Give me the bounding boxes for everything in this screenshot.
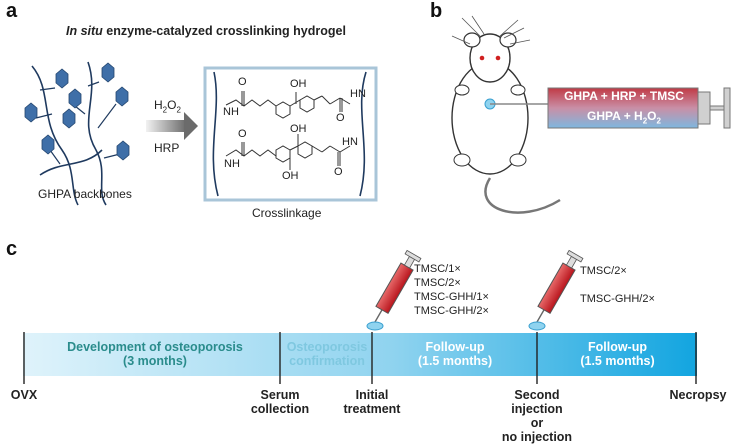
- group-item: TMSC-GHH/2×: [414, 305, 489, 317]
- segment-followup-2: Follow-up(1.5 months): [580, 340, 655, 368]
- timeline-bar: [23, 333, 697, 376]
- injection2-groups: TMSC/2× TMSC-GHH/2×: [580, 264, 655, 306]
- backbone-3: [39, 149, 103, 176]
- syringe-plunger-end: [404, 249, 422, 263]
- chem-o3: O: [238, 128, 247, 140]
- hexagon: [116, 140, 130, 161]
- mouse-eye: [479, 55, 485, 61]
- mouse-paw: [453, 153, 471, 167]
- milestone-ovx: OVX: [10, 388, 38, 402]
- chem-o4: O: [334, 166, 343, 178]
- chem-oh1: OH: [290, 78, 307, 90]
- syringe-bottom-label: GHPA + H2O2: [587, 109, 661, 126]
- mouse-paw: [454, 84, 470, 96]
- syringe-b: [490, 87, 731, 129]
- segment-followup-1: Follow-up(1.5 months): [417, 340, 493, 368]
- crosslinkage-box: [203, 66, 378, 202]
- chem-nh1: NH: [223, 106, 239, 118]
- mouse-tail: [484, 177, 561, 214]
- mouse-head: [469, 33, 511, 83]
- backbone-chains: [31, 61, 107, 206]
- injection1-groups: TMSC/1× TMSC/2× TMSC-GHH/1× TMSC-GHH/2×: [414, 262, 489, 318]
- panel-b-label: b: [430, 0, 443, 22]
- backbone-2: [87, 61, 107, 206]
- group-item: TMSC-GHH/1×: [414, 291, 489, 303]
- chem-oh3: OH: [282, 170, 299, 182]
- milestone-necropsy: Necropsy: [669, 388, 727, 402]
- mouse-whiskers: [451, 15, 531, 45]
- chem-nh2: NH: [224, 158, 240, 170]
- injection-site-2: [528, 321, 546, 331]
- syringe-plunger-end: [566, 249, 584, 263]
- timeline-ticks: [23, 332, 697, 384]
- group-item: TMSC/2×: [414, 277, 461, 289]
- hexagon: [24, 102, 38, 123]
- chem-hn2: HN: [342, 136, 358, 148]
- syringe-barrel: [537, 262, 576, 315]
- chem-hn1: HN: [350, 88, 366, 100]
- reaction-arrow: [146, 112, 198, 140]
- syringe-needle: [536, 309, 545, 323]
- hexagon: [68, 88, 82, 109]
- syringe-initial: [374, 249, 422, 323]
- hexagon: [62, 108, 76, 129]
- reagent-h2o2: H2O2: [154, 98, 181, 115]
- chem-oh2: OH: [290, 123, 307, 135]
- panel-a-title: In situ enzyme-catalyzed crosslinking hy…: [66, 24, 346, 38]
- syringe-plunger-end: [723, 87, 731, 129]
- mouse-illustration: [451, 15, 561, 214]
- mouse-paw: [509, 153, 527, 167]
- hexagon: [101, 62, 115, 83]
- panel-c-label: c: [6, 238, 18, 260]
- caption-crosslinkage: Crosslinkage: [252, 206, 322, 220]
- segment-development: Development of osteoporosis(3 months): [67, 340, 243, 368]
- group-item: TMSC/2×: [580, 265, 627, 277]
- caption-ghpa-backbones: GHPA backbones: [38, 187, 132, 201]
- title-rest: enzyme-catalyzed crosslinking hydrogel: [102, 24, 346, 38]
- chem-o1: O: [238, 76, 247, 88]
- hexagon: [115, 86, 129, 107]
- chem-structure: [225, 91, 351, 170]
- mouse-eye: [495, 55, 501, 61]
- syringe-top-label: GHPA + HRP + TMSC: [564, 89, 684, 103]
- syringe-second: [536, 249, 584, 323]
- hexagon: [55, 68, 69, 89]
- hexagon: [41, 134, 55, 155]
- reagent-hrp: HRP: [154, 141, 180, 155]
- syringe-needle: [374, 309, 383, 323]
- syringe-barrel: [375, 262, 414, 315]
- hexagons: [24, 62, 130, 161]
- box-backbone-left: [212, 71, 219, 197]
- panel-a-label: a: [6, 0, 18, 22]
- box-backbone-right: [359, 71, 367, 197]
- mouse-paw: [510, 84, 526, 96]
- group-item: TMSC-GHH/2×: [580, 293, 655, 305]
- backbone-1: [31, 65, 79, 206]
- chem-o2: O: [336, 112, 345, 124]
- title-italic: In situ: [66, 24, 103, 38]
- group-item: TMSC/1×: [414, 263, 461, 275]
- injection-site-1: [366, 321, 384, 331]
